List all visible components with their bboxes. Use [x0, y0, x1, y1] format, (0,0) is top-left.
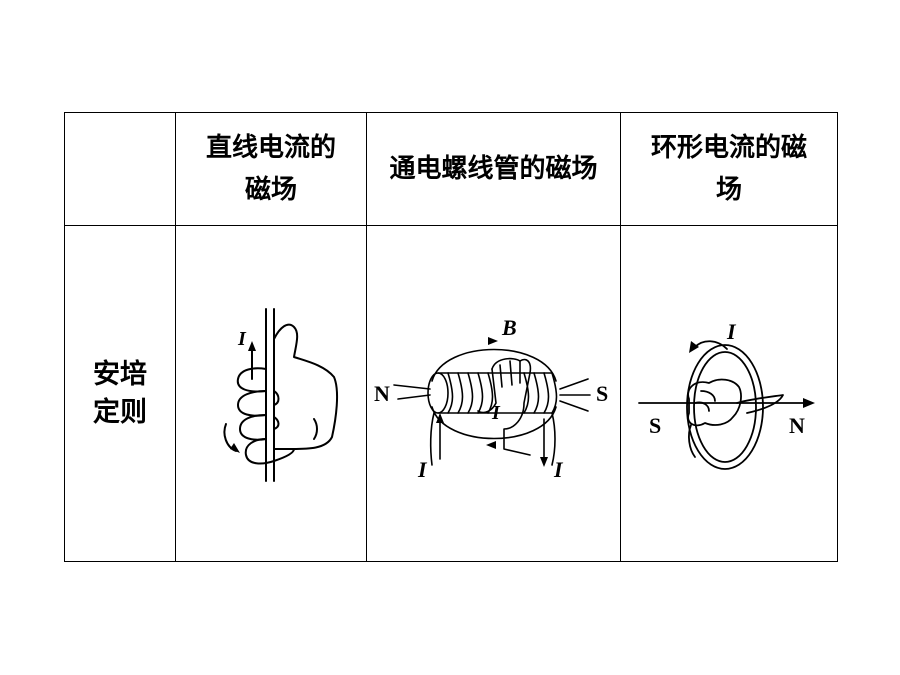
- hand-outline: [490, 357, 531, 456]
- rule-row: 安培 定则: [64, 225, 838, 562]
- field-line-top: [430, 348, 557, 382]
- header-straight-current-text: 直线电流的磁场: [205, 133, 336, 205]
- coil-turn-6: [522, 371, 529, 414]
- row-label-line1: 安培: [93, 358, 147, 390]
- field-arrow-left-2: [396, 393, 431, 400]
- loop-north-pole-label: N: [789, 413, 805, 438]
- loop-current-hand-illustration: I S N: [638, 319, 815, 470]
- wire-left-arrow-head: [435, 412, 444, 423]
- field-arrow-right-1: [558, 377, 589, 390]
- coil-turn-1: [446, 371, 453, 414]
- header-loop-current-text: 环形电流的磁场: [650, 133, 807, 205]
- loop-current-label: I: [726, 319, 737, 344]
- coil-turn-9: [550, 371, 557, 414]
- solenoid-inner-current-label: I: [491, 402, 501, 424]
- coil-turn-3: [466, 371, 473, 414]
- finger-curl-2: [700, 389, 716, 402]
- field-arrow-left-1: [392, 383, 431, 390]
- header-row: 直线电流的磁场 通电螺线管的磁场 环形电流的磁场: [64, 112, 838, 226]
- solenoid-field-label: B: [501, 315, 517, 340]
- header-solenoid-text: 通电螺线管的磁场: [389, 154, 598, 184]
- finger-2: [237, 389, 267, 417]
- coil-end-left: [426, 371, 449, 414]
- field-bottom-arrow-head: [485, 440, 496, 449]
- wire-right: [550, 411, 556, 466]
- knuckle-1: [273, 389, 280, 406]
- loop-inner: [693, 350, 757, 463]
- row-label-line2: 定则: [93, 396, 147, 428]
- wire-right-arrow-head: [539, 456, 548, 467]
- coil-turn-2: [456, 371, 463, 414]
- fist-outline: [687, 378, 742, 426]
- curl-arrow-head: [230, 442, 240, 453]
- straight-current-cell: I: [175, 225, 367, 562]
- solenoid-south-pole-label: S: [596, 381, 608, 406]
- field-top-arrow-head: [487, 336, 498, 345]
- straight-current-hand-illustration: I: [223, 307, 339, 482]
- thumb-outline: [476, 367, 497, 413]
- wrist-line: [688, 423, 696, 458]
- finger-line-2: [508, 359, 513, 386]
- solenoid-hand-illustration: B I I I N S: [374, 315, 608, 482]
- current-arrow-head: [689, 340, 699, 353]
- coil-turn-8: [542, 371, 549, 414]
- solenoid-right-current-label: I: [553, 457, 564, 482]
- solenoid-left-current-label: I: [417, 457, 428, 482]
- palm-line: [313, 417, 318, 440]
- straight-current-label: I: [237, 328, 247, 350]
- coil-turn-4: [476, 371, 483, 414]
- loop-outer: [686, 343, 764, 470]
- header-corner-cell: [64, 112, 176, 226]
- loop-current-cell: I S N: [620, 225, 838, 562]
- current-arrow-head: [248, 340, 256, 351]
- knuckle-2: [273, 415, 280, 430]
- thumb-outline: [736, 393, 784, 414]
- header-solenoid: 通电螺线管的磁场: [366, 112, 621, 226]
- wire-left: [429, 411, 435, 466]
- loop-south-pole-label: S: [649, 413, 661, 438]
- finger-4: [244, 437, 295, 464]
- ampere-rule-table: 直线电流的磁场 通电螺线管的磁场 环形电流的磁场 安培 定则: [64, 112, 838, 562]
- finger-1: [236, 366, 267, 392]
- header-loop-current: 环形电流的磁场: [620, 112, 838, 226]
- header-straight-current: 直线电流的磁场: [175, 112, 367, 226]
- current-arrow-arc: [694, 339, 728, 350]
- thumb-outline: [273, 323, 339, 450]
- finger-curl-1: [694, 401, 710, 412]
- row-label-ampere-rule: 安培 定则: [64, 225, 176, 562]
- finger-line-1: [498, 363, 503, 388]
- finger-3: [239, 413, 267, 441]
- coil-turn-7: [532, 371, 539, 414]
- field-arrow-right-3: [558, 399, 589, 412]
- solenoid-cell: B I I I N S: [366, 225, 621, 562]
- solenoid-north-pole-label: N: [374, 381, 390, 406]
- axis-arrow-head: [803, 397, 815, 408]
